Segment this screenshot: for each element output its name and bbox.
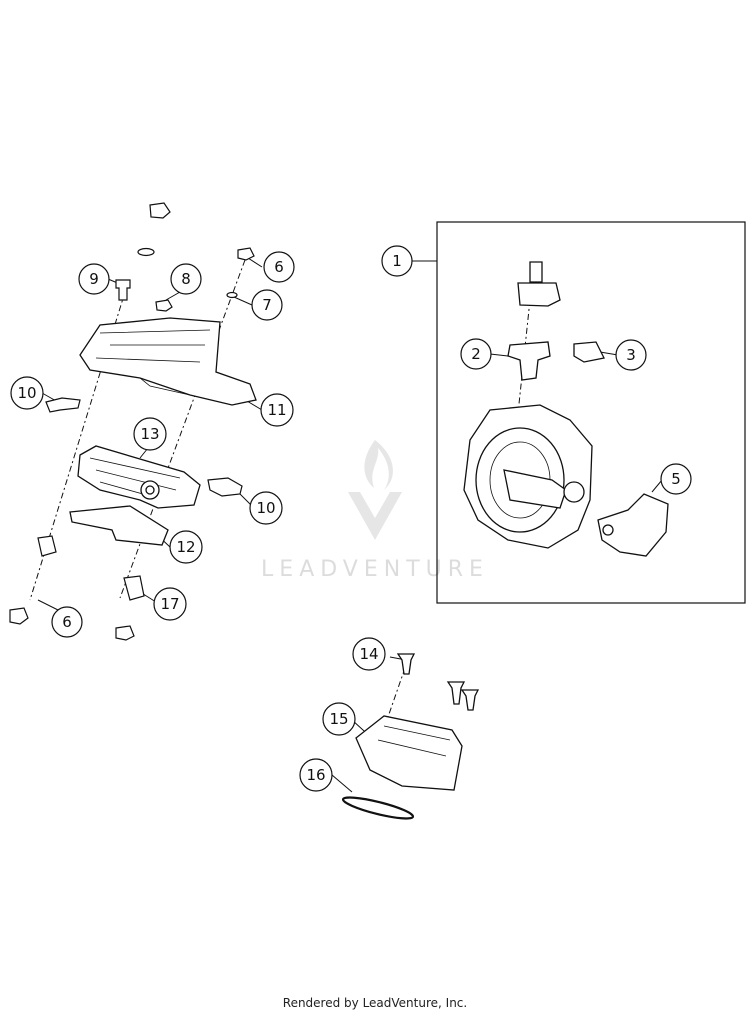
svg-text:17: 17 bbox=[160, 595, 179, 613]
control-unit-13 bbox=[77, 445, 201, 509]
svg-text:14: 14 bbox=[359, 645, 378, 663]
svg-text:7: 7 bbox=[262, 296, 272, 314]
svg-text:10: 10 bbox=[17, 384, 36, 402]
watermark-v-icon bbox=[348, 492, 402, 540]
screw-right-a bbox=[446, 681, 466, 705]
footer-credit: Rendered by LeadVenture, Inc. bbox=[282, 996, 468, 1010]
assembly-frame bbox=[436, 221, 746, 604]
svg-text:11: 11 bbox=[267, 401, 286, 419]
callout-5: 5 bbox=[660, 463, 692, 495]
watermark-flame-icon bbox=[364, 440, 393, 490]
svg-text:10: 10 bbox=[256, 499, 275, 517]
callout-17: 17 bbox=[153, 587, 187, 621]
callout-6-top: 6 bbox=[263, 251, 295, 283]
nut-8 bbox=[155, 299, 173, 312]
callout-7: 7 bbox=[251, 289, 283, 321]
injector-2 bbox=[507, 341, 551, 381]
screw-14 bbox=[396, 653, 416, 675]
callout-6-bottom: 6 bbox=[51, 606, 83, 638]
svg-text:6: 6 bbox=[62, 613, 72, 631]
svg-text:5: 5 bbox=[671, 470, 681, 488]
svg-text:16: 16 bbox=[306, 766, 325, 784]
clip-3 bbox=[573, 341, 605, 363]
callout-2: 2 bbox=[460, 338, 492, 370]
gasket-16 bbox=[341, 796, 415, 820]
callout-12: 12 bbox=[169, 530, 203, 564]
rubber-mount-17 bbox=[123, 575, 145, 601]
bracket-10a bbox=[45, 397, 81, 413]
cover-15 bbox=[355, 715, 463, 791]
callout-13: 13 bbox=[133, 417, 167, 451]
throttle-body bbox=[463, 404, 593, 549]
svg-text:9: 9 bbox=[89, 270, 99, 288]
small-washer bbox=[137, 247, 155, 257]
cover-plate-11 bbox=[79, 317, 257, 406]
bracket-10b bbox=[207, 477, 243, 497]
svg-text:8: 8 bbox=[181, 270, 191, 288]
svg-text:15: 15 bbox=[329, 710, 348, 728]
callout-14: 14 bbox=[352, 637, 386, 671]
fuel-rail-cap bbox=[517, 282, 561, 307]
leadventure-watermark: LEADVENTURE bbox=[261, 440, 489, 582]
bolt-9 bbox=[115, 279, 131, 301]
watermark-text: LEADVENTURE bbox=[261, 557, 489, 582]
screw-right-b bbox=[460, 689, 480, 711]
left-hardware bbox=[9, 202, 255, 641]
callout-15: 15 bbox=[322, 702, 356, 736]
nut-6-bottom-left bbox=[9, 607, 29, 625]
svg-text:3: 3 bbox=[626, 346, 636, 364]
lower-assembly bbox=[341, 653, 480, 820]
svg-text:1: 1 bbox=[392, 252, 402, 270]
nut-6-top bbox=[237, 247, 255, 261]
svg-text:6: 6 bbox=[274, 258, 284, 276]
callout-11: 11 bbox=[260, 393, 294, 427]
sensor-5 bbox=[597, 493, 669, 557]
callouts: 1 2 3 5 6 6 7 8 9 10 10 11 12 13 14 15 1… bbox=[10, 245, 692, 792]
gasket-12 bbox=[69, 505, 169, 546]
hose-fitting bbox=[529, 261, 543, 283]
callout-8: 8 bbox=[170, 263, 202, 295]
callout-9: 9 bbox=[78, 263, 110, 295]
washer-7 bbox=[226, 291, 238, 299]
rubber-mount-left bbox=[37, 535, 57, 557]
callout-10-right: 10 bbox=[249, 491, 283, 525]
top-nut bbox=[149, 202, 171, 219]
callout-16: 16 bbox=[299, 758, 333, 792]
injector-assembly bbox=[507, 261, 605, 381]
callout-1: 1 bbox=[381, 245, 413, 277]
svg-text:12: 12 bbox=[176, 538, 195, 556]
nut-bottom-right bbox=[115, 625, 135, 641]
svg-text:2: 2 bbox=[471, 345, 481, 363]
callout-10-left: 10 bbox=[10, 376, 44, 410]
callout-3: 3 bbox=[615, 339, 647, 371]
svg-text:13: 13 bbox=[140, 425, 159, 443]
